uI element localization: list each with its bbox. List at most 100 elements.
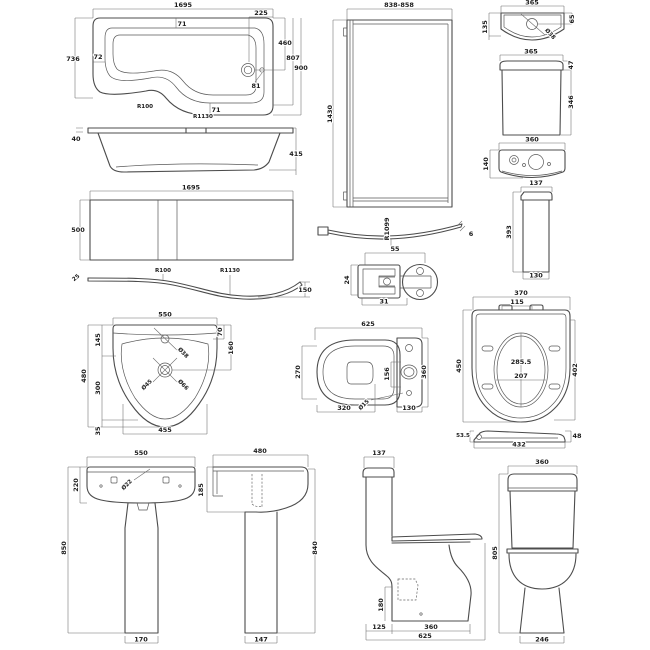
dim-label: 480 [253,447,267,455]
dim-label: 81 [251,82,261,90]
pan-side-outline [365,544,472,622]
dim-label: Ø38 [176,346,190,360]
foot-front [519,587,565,634]
dim-label: 137 [372,449,386,457]
dim-label: 550 [158,311,172,319]
dim-label: 53.5 [456,433,470,439]
dim-label: 225 [254,9,268,17]
seat-edge [506,548,579,554]
dim-label: R100 [155,268,171,274]
bath-body-side [97,132,281,173]
dim-label: 850 [60,541,68,555]
dim-label: 24 [343,275,351,285]
hinge-profile-drawing: 55 24 31 [342,244,439,307]
dim-label: 455 [158,426,172,434]
dim-label: 807 [286,54,300,62]
dim-label: 147 [254,636,268,644]
dim-label: 320 [337,404,351,412]
dim-label: 156 [383,367,391,381]
dim-label: 70 [216,327,224,337]
cistern-top-drawing: 365 135 65 Ø38 [480,0,577,42]
toilet-front-drawing: 360 805 246 [490,457,579,645]
dim-label: 130 [402,404,416,412]
basin-plan-drawing: 550 480 145 300 35 455 70 160 Ø38 Ø45 Ø6… [79,309,236,436]
trap-outline [397,578,419,601]
tap-hole [110,476,118,484]
cistern-side-drawing: 137 393 130 [504,178,553,281]
dim-label: 170 [134,636,148,644]
cistern-top-outline [500,12,565,41]
shower-screen-drawing: 838-858 1430 [325,0,453,208]
seat-slot [548,345,561,352]
dim-label: 246 [535,636,549,644]
dim-label: 140 [482,157,490,171]
dim-label: 185 [197,483,205,497]
dim-label: 365 [524,48,538,56]
bath-rim [104,27,265,104]
dim-label: R1099 [383,217,391,241]
tap-hole [160,334,170,344]
tap-hole [162,476,170,484]
dim-label: 840 [311,541,319,555]
waste-outlet [136,502,150,511]
dim-label: 1695 [182,184,201,192]
seat-plan-drawing: 370 115 450 402 285.5 207 53.5 432 48 [454,288,583,450]
dim-label: 125 [372,623,386,631]
dim-label: 360 [420,365,428,379]
wall-profile [317,226,329,236]
dim-label: 130 [529,272,543,280]
dim-label: Ø66 [176,378,190,392]
screen-frame [349,20,449,207]
dim-label: 6 [469,230,474,238]
inlet-oval [400,364,418,380]
screw-boss [383,277,391,286]
cistern-front [507,473,578,549]
dim-label: 370 [514,289,528,297]
dim-label: 65 [568,14,576,24]
dim-label: 55 [390,245,400,253]
dim-label: 72 [93,53,102,61]
dim-label: 900 [294,64,308,72]
dim-label: Ø22 [120,478,134,492]
dim-label: 550 [134,449,148,457]
dim-label: 360 [424,623,438,631]
seat-side-profile [473,430,566,443]
channel-profile [357,264,401,299]
dim-label: 285.5 [511,358,532,366]
dim-label: 115 [510,298,524,306]
flush-valve-hole [528,154,544,170]
basin-outline [112,324,218,428]
dim-label: 625 [361,320,375,328]
dim-label: 135 [481,20,489,34]
inlet-hole [509,155,519,165]
dim-label: 220 [72,478,80,492]
dim-label: 48 [572,432,582,440]
basin-front-outline [86,466,196,504]
dim-label: R1130 [193,114,213,120]
bath-panel-drawing: 1695 500 [70,182,294,261]
dim-label: 450 [455,359,463,373]
toilet-side-drawing: 137 180 125 360 625 [362,448,486,641]
dim-label: R1130 [220,268,240,274]
dim-label: 365 [525,0,539,7]
seat-outline [471,309,571,423]
pan-plan-drawing: 625 270 320 130 156 360 Ø15 [293,319,429,413]
pedestal-front [124,502,159,634]
dim-label: 300 [94,381,102,395]
dim-label: 180 [377,598,385,612]
dim-label: 360 [525,136,539,144]
shower-curve-drawing: R1099 6 [317,216,475,246]
cistern-side-lid [520,191,553,201]
seat-on-pan [391,533,483,544]
dim-label: 150 [298,286,312,294]
basin-bowl [120,337,210,420]
dim-label: 25 [71,273,81,283]
dim-label: 1695 [174,1,193,9]
hinge-knuckle [401,263,439,301]
seat-slot [481,345,494,352]
screen-outline [346,19,453,208]
bath-side-drawing: 40 415 [70,127,304,175]
dim-label: 1430 [326,104,334,123]
bath-rim-side [87,127,294,134]
